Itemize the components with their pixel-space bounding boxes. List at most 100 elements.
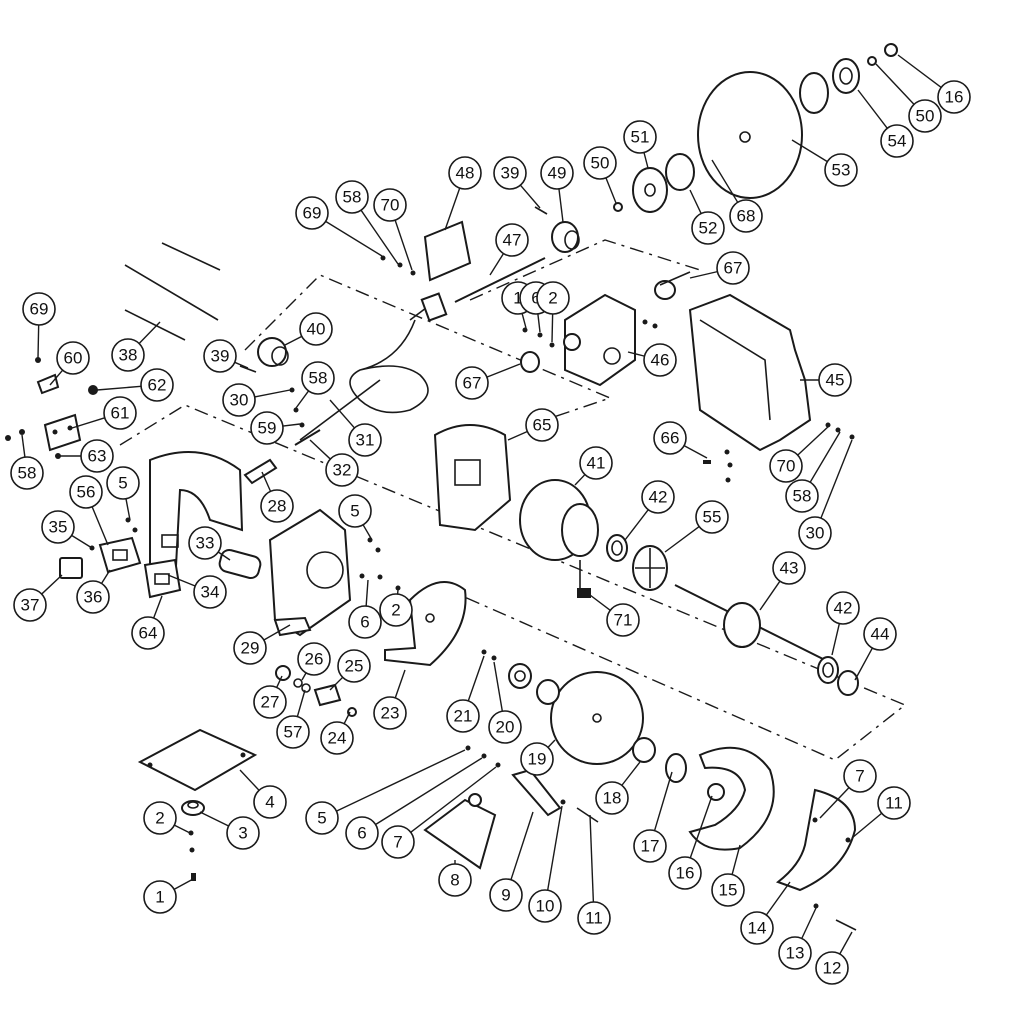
part-callout: 10: [528, 889, 562, 923]
callout-number: 1: [513, 289, 522, 308]
leader-line: [851, 812, 883, 839]
part-callout: 50: [583, 146, 617, 180]
callout-number: 58: [793, 487, 812, 506]
callout-number: 67: [463, 374, 482, 393]
callout-circle: [536, 281, 570, 315]
callout-circle: [10, 456, 44, 490]
part-callout: 45: [818, 363, 852, 397]
leader-line: [759, 580, 781, 611]
callout-circle: [226, 816, 260, 850]
callout-circle: [295, 196, 329, 230]
rotor-shaft: [674, 584, 836, 666]
leader-line: [493, 661, 504, 712]
bracket-fasteners: [560, 799, 599, 823]
callout-number: 58: [343, 188, 362, 207]
terminal-block: [577, 560, 591, 598]
callout-circle: [495, 223, 529, 257]
leader-line: [301, 672, 307, 681]
switch-mount-plate: [143, 558, 182, 599]
leader-line: [765, 881, 791, 916]
leader-line: [689, 270, 718, 279]
callout-number: 32: [333, 461, 352, 480]
part-callout: 69: [22, 292, 56, 326]
part-callout: 28: [260, 489, 294, 523]
callout-number: 69: [30, 300, 49, 319]
leader-line: [791, 139, 828, 163]
part-callout: 20: [488, 710, 522, 744]
callout-circle: [937, 80, 971, 114]
leader-line: [199, 811, 229, 827]
callout-circle: [815, 951, 849, 985]
leader-line: [100, 569, 111, 584]
callout-circle: [740, 911, 774, 945]
callout-circle: [577, 901, 611, 935]
leader-line: [125, 498, 131, 521]
callout-number: 12: [823, 959, 842, 978]
callout-circle: [653, 421, 687, 455]
part-callout: 5: [338, 494, 372, 528]
part-callout: 44: [863, 617, 897, 651]
part-callout: 6: [348, 605, 382, 639]
eye-shield: [423, 793, 497, 870]
leader-line: [551, 313, 554, 343]
leader-line: [239, 769, 260, 791]
callout-circle: [131, 616, 165, 650]
part-callout: 6: [345, 816, 379, 850]
leader-line: [410, 766, 497, 833]
callout-number: 61: [111, 404, 130, 423]
callout-number: 62: [148, 376, 167, 395]
leader-line: [234, 361, 249, 369]
leader-line: [96, 385, 142, 391]
assembly-boundary-lines: [119, 239, 907, 761]
leader-line: [558, 188, 564, 223]
leader-line: [365, 579, 369, 607]
part-callout: 24: [320, 721, 354, 755]
callout-circle: [520, 742, 554, 776]
drive-gear-small: [257, 337, 289, 367]
water-stone-wheel: [697, 71, 803, 199]
part-callout: 56: [69, 475, 103, 509]
part-callout: 53: [824, 153, 858, 187]
part-callout: 18: [595, 781, 629, 815]
inner-wheel-guard: [384, 581, 467, 667]
wheel-guard-cover: [688, 746, 775, 851]
leader-line: [153, 595, 163, 619]
callout-number: 66: [661, 429, 680, 448]
leader-line: [167, 574, 196, 587]
part-callout: 9: [489, 878, 523, 912]
callout-number: 25: [345, 657, 364, 676]
callout-number: 18: [603, 789, 622, 808]
callout-circle: [595, 781, 629, 815]
part-callout: 67: [455, 366, 489, 400]
stone-disc: [799, 72, 829, 114]
callout-circle: [13, 588, 47, 622]
leader-line: [897, 54, 942, 88]
callout-number: 69: [303, 204, 322, 223]
leader-line: [336, 749, 466, 812]
part-callout: 19: [520, 742, 554, 776]
callout-circle: [320, 721, 354, 755]
callout-circle: [143, 880, 177, 914]
leader-line: [547, 739, 556, 748]
part-callout: 2: [379, 593, 413, 627]
wheel-washer: [632, 737, 656, 763]
callout-number: 5: [118, 474, 127, 493]
callout-number: 6: [360, 613, 369, 632]
callout-circle: [305, 801, 339, 835]
callout-number: 2: [548, 289, 557, 308]
part-callout: 5: [106, 466, 140, 500]
leader-line: [360, 209, 399, 265]
foot-fasteners: [188, 830, 196, 881]
leader-line: [689, 795, 713, 859]
callout-circle: [276, 715, 310, 749]
part-callout: 36: [76, 580, 110, 614]
part-callout: 27: [253, 685, 287, 719]
callout-number: 20: [496, 718, 515, 737]
cable-gland: [294, 429, 321, 446]
bearing-right: [817, 656, 839, 684]
callout-number: 2: [155, 809, 164, 828]
callout-circle: [438, 863, 472, 897]
part-callout: 4: [253, 785, 287, 819]
part-callout: 58: [301, 361, 335, 395]
